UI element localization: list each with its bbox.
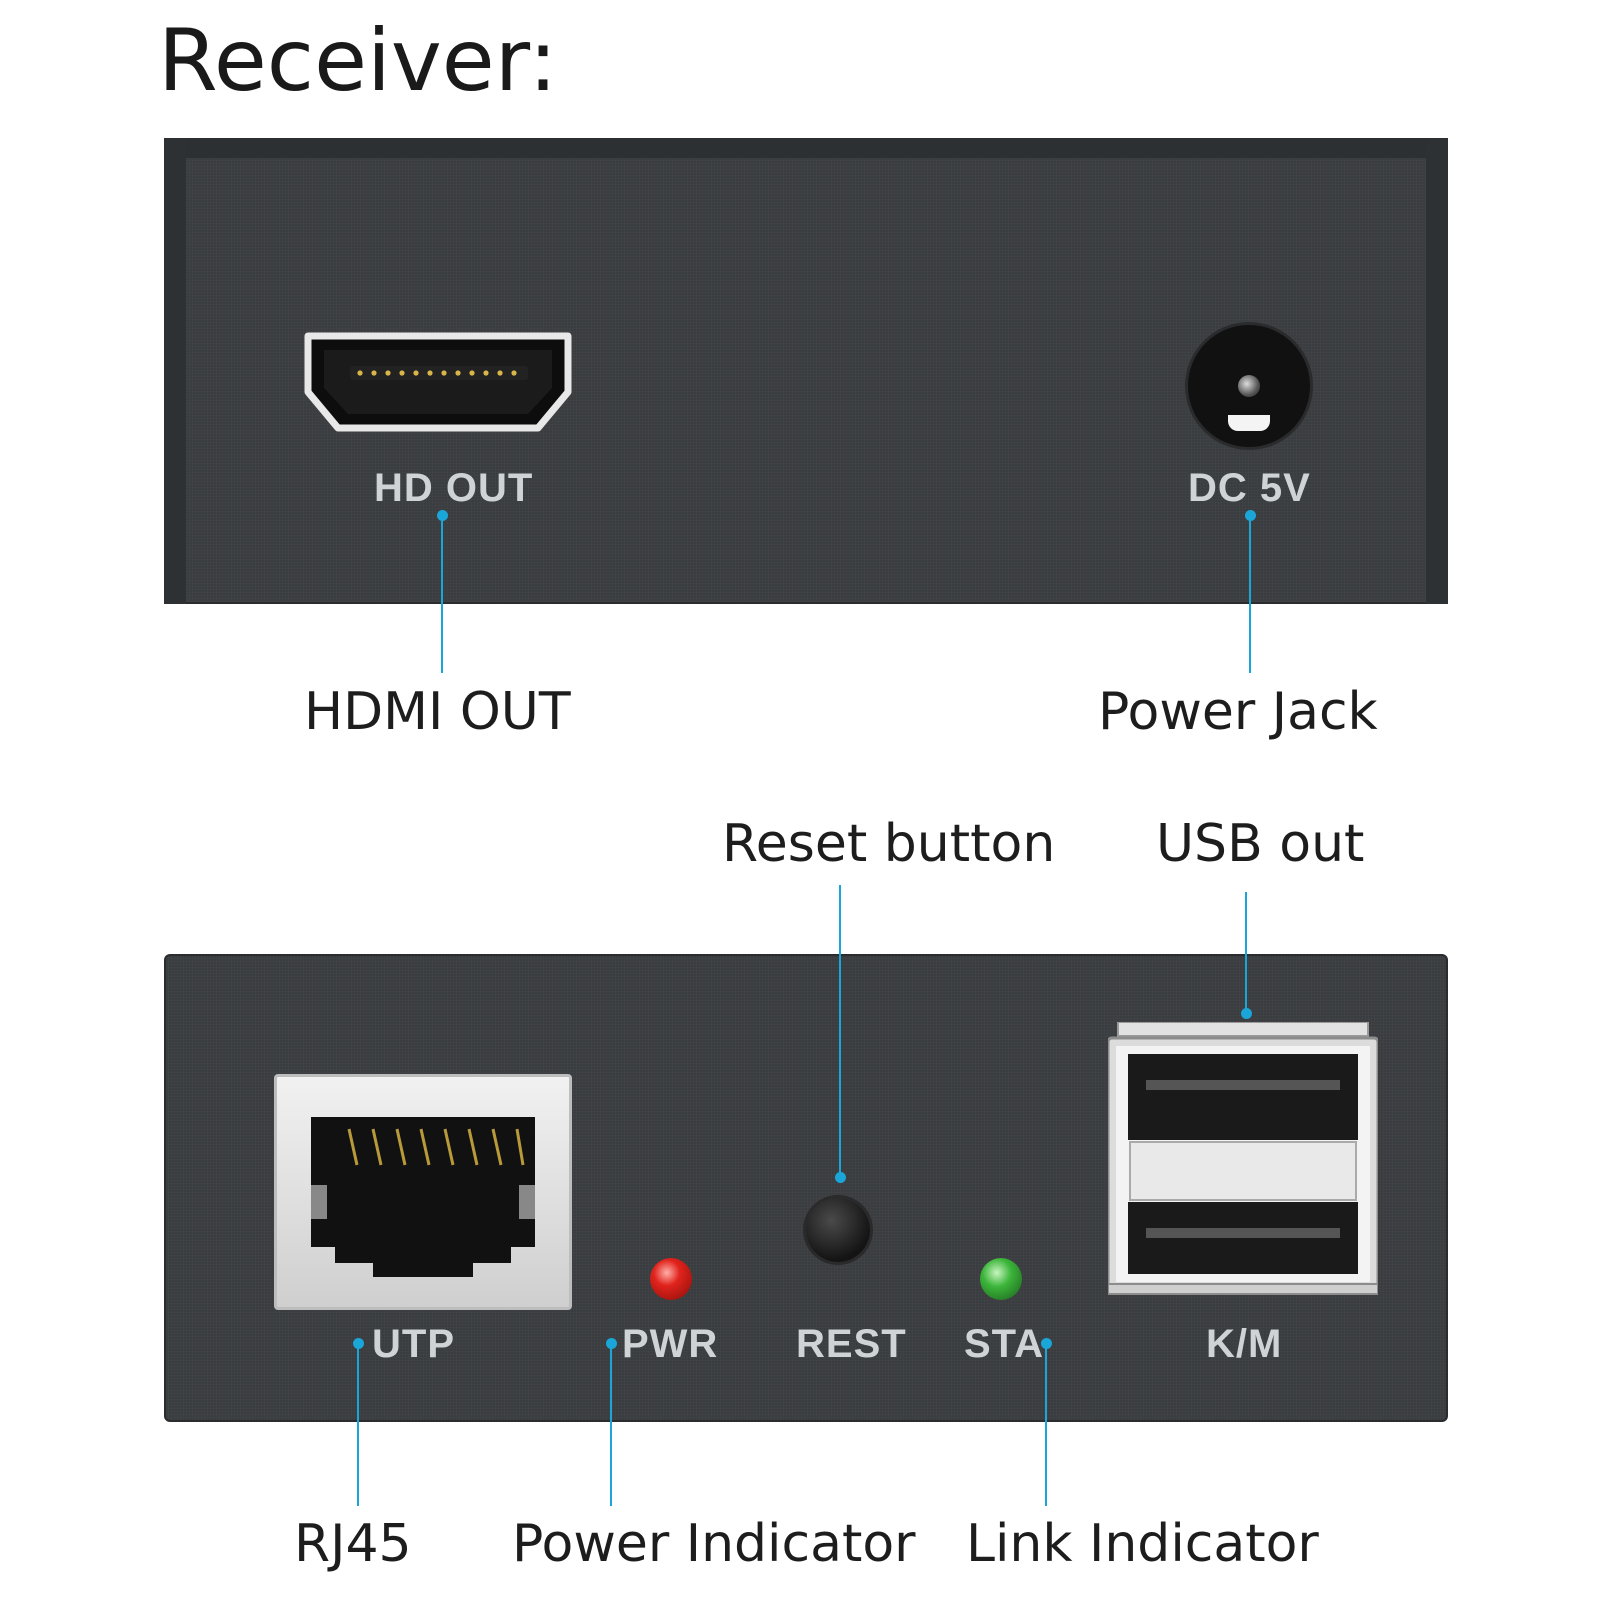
hdmi-leader-line [441,515,443,673]
panel-side-left [164,138,186,604]
power-indicator-leader-line [610,1343,612,1506]
usb-port-stack-icon [1108,1022,1378,1295]
reset-button[interactable] [806,1198,870,1262]
reset-leader-line [839,885,841,1175]
power-jack-callout: Power Jack [1098,682,1378,742]
link-indicator-callout: Link Indicator [966,1514,1319,1574]
hdmi-port-icon [304,332,572,432]
km-port-label: K/M [1206,1322,1283,1366]
utp-port-label: UTP [372,1322,455,1366]
panel-side-right [1426,138,1448,604]
link-led-icon [980,1258,1022,1300]
pwr-label: PWR [622,1322,719,1366]
power-leader-line [1249,515,1251,673]
usb-leader-line [1245,892,1247,1012]
link-indicator-leader-line [1045,1343,1047,1506]
hdmi-out-callout: HDMI OUT [304,682,571,742]
sta-label: STA [964,1322,1045,1366]
panel-rim [164,138,1448,158]
power-led-icon [650,1258,692,1300]
usb-leader-dot [1241,1008,1252,1019]
dc-jack-notch [1228,415,1270,431]
dc-power-jack-icon [1188,325,1310,447]
rj45-socket-icon [311,1117,535,1277]
hd-out-port-label: HD OUT [374,466,534,510]
page-title: Receiver: [158,11,558,111]
dc-jack-pin [1238,375,1260,397]
reset-leader-dot [835,1172,846,1183]
power-indicator-callout: Power Indicator [512,1514,916,1574]
usb-out-callout: USB out [1156,814,1365,874]
rj45-callout: RJ45 [294,1514,412,1574]
reset-button-callout: Reset button [722,814,1056,874]
rj45-leader-line [357,1343,359,1506]
dc-5v-port-label: DC 5V [1188,466,1311,510]
rest-label: REST [796,1322,907,1366]
rj45-port-icon [274,1074,572,1310]
